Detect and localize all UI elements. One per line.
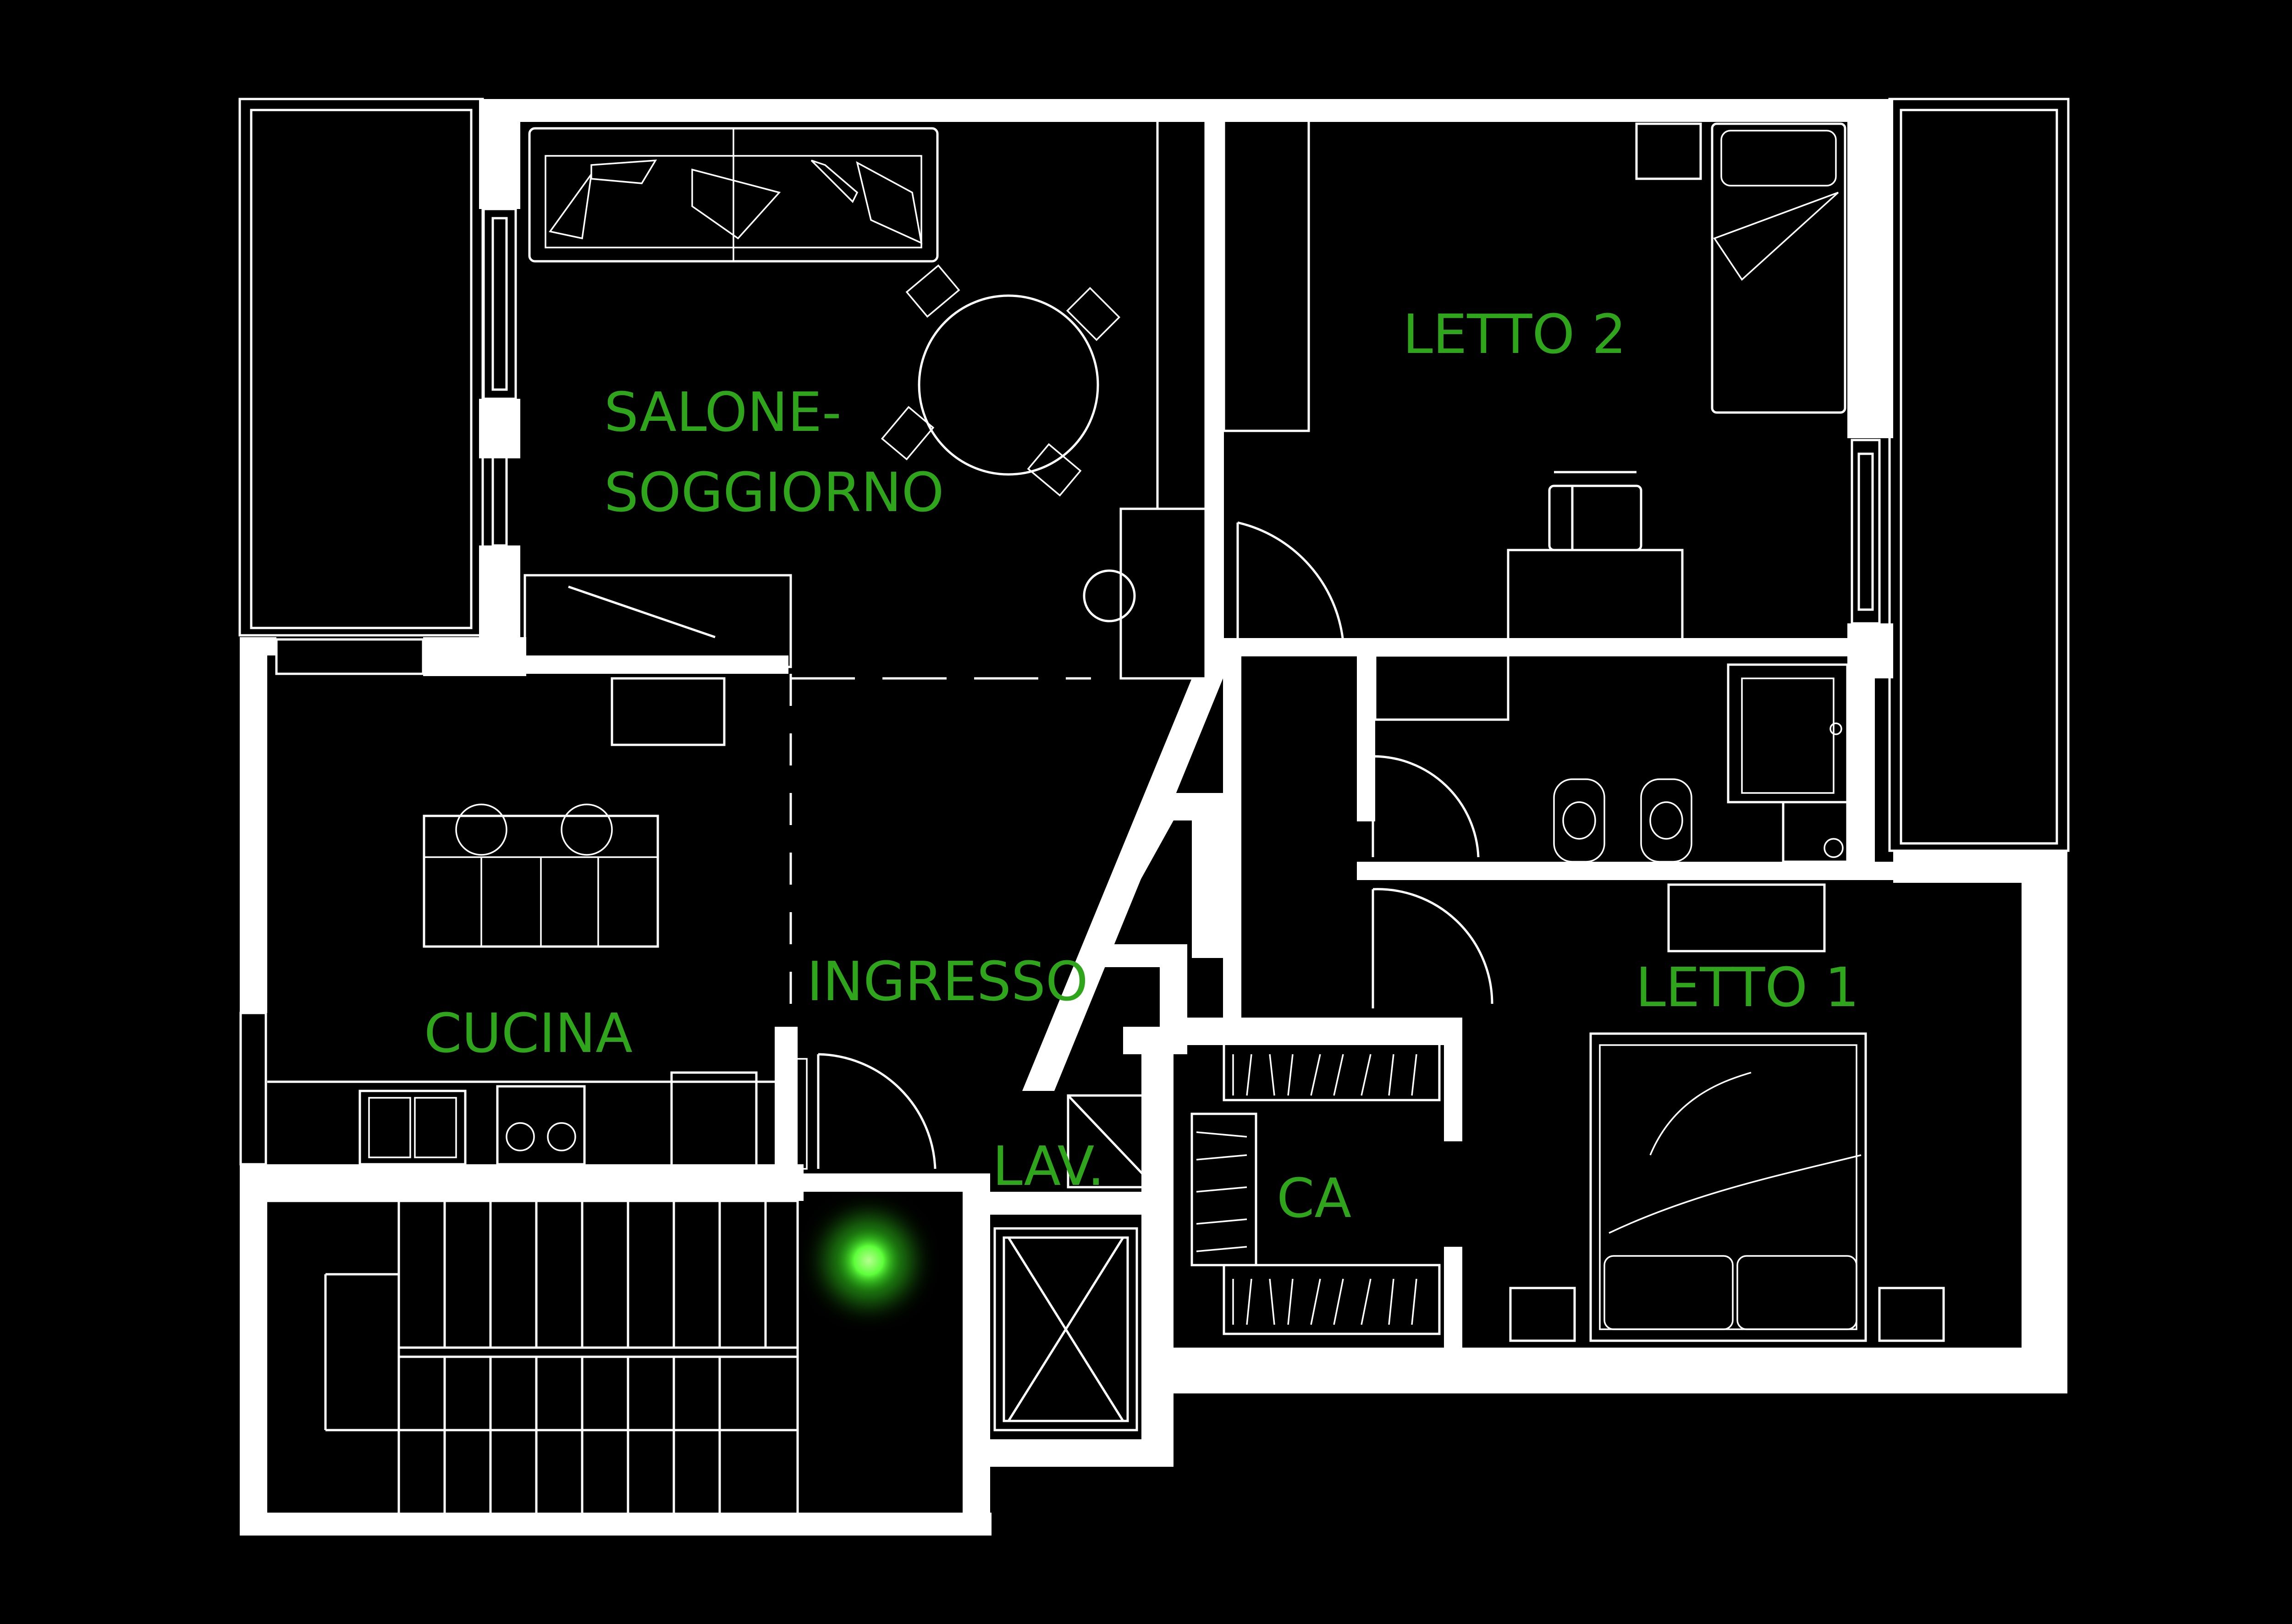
label-letto1: LETTO 1 xyxy=(1636,956,1859,1019)
label-ingresso: INGRESSO xyxy=(807,950,1088,1013)
label-salone-line2: SOGGIORNO xyxy=(604,461,944,524)
label-salone-line1: SALONE- xyxy=(604,380,842,444)
label-ca: CA xyxy=(1277,1167,1351,1230)
label-lav: LAV. xyxy=(992,1134,1105,1198)
room-labels: SALONE- SOGGIORNO LETTO 2 CUCINA INGRESS… xyxy=(424,303,1859,1230)
staircase xyxy=(267,1200,799,1513)
walls xyxy=(238,98,2070,1536)
location-marker-icon xyxy=(825,1217,912,1304)
label-letto2: LETTO 2 xyxy=(1403,303,1626,366)
furniture xyxy=(267,118,1945,1513)
label-cucina: CUCINA xyxy=(424,1002,633,1065)
